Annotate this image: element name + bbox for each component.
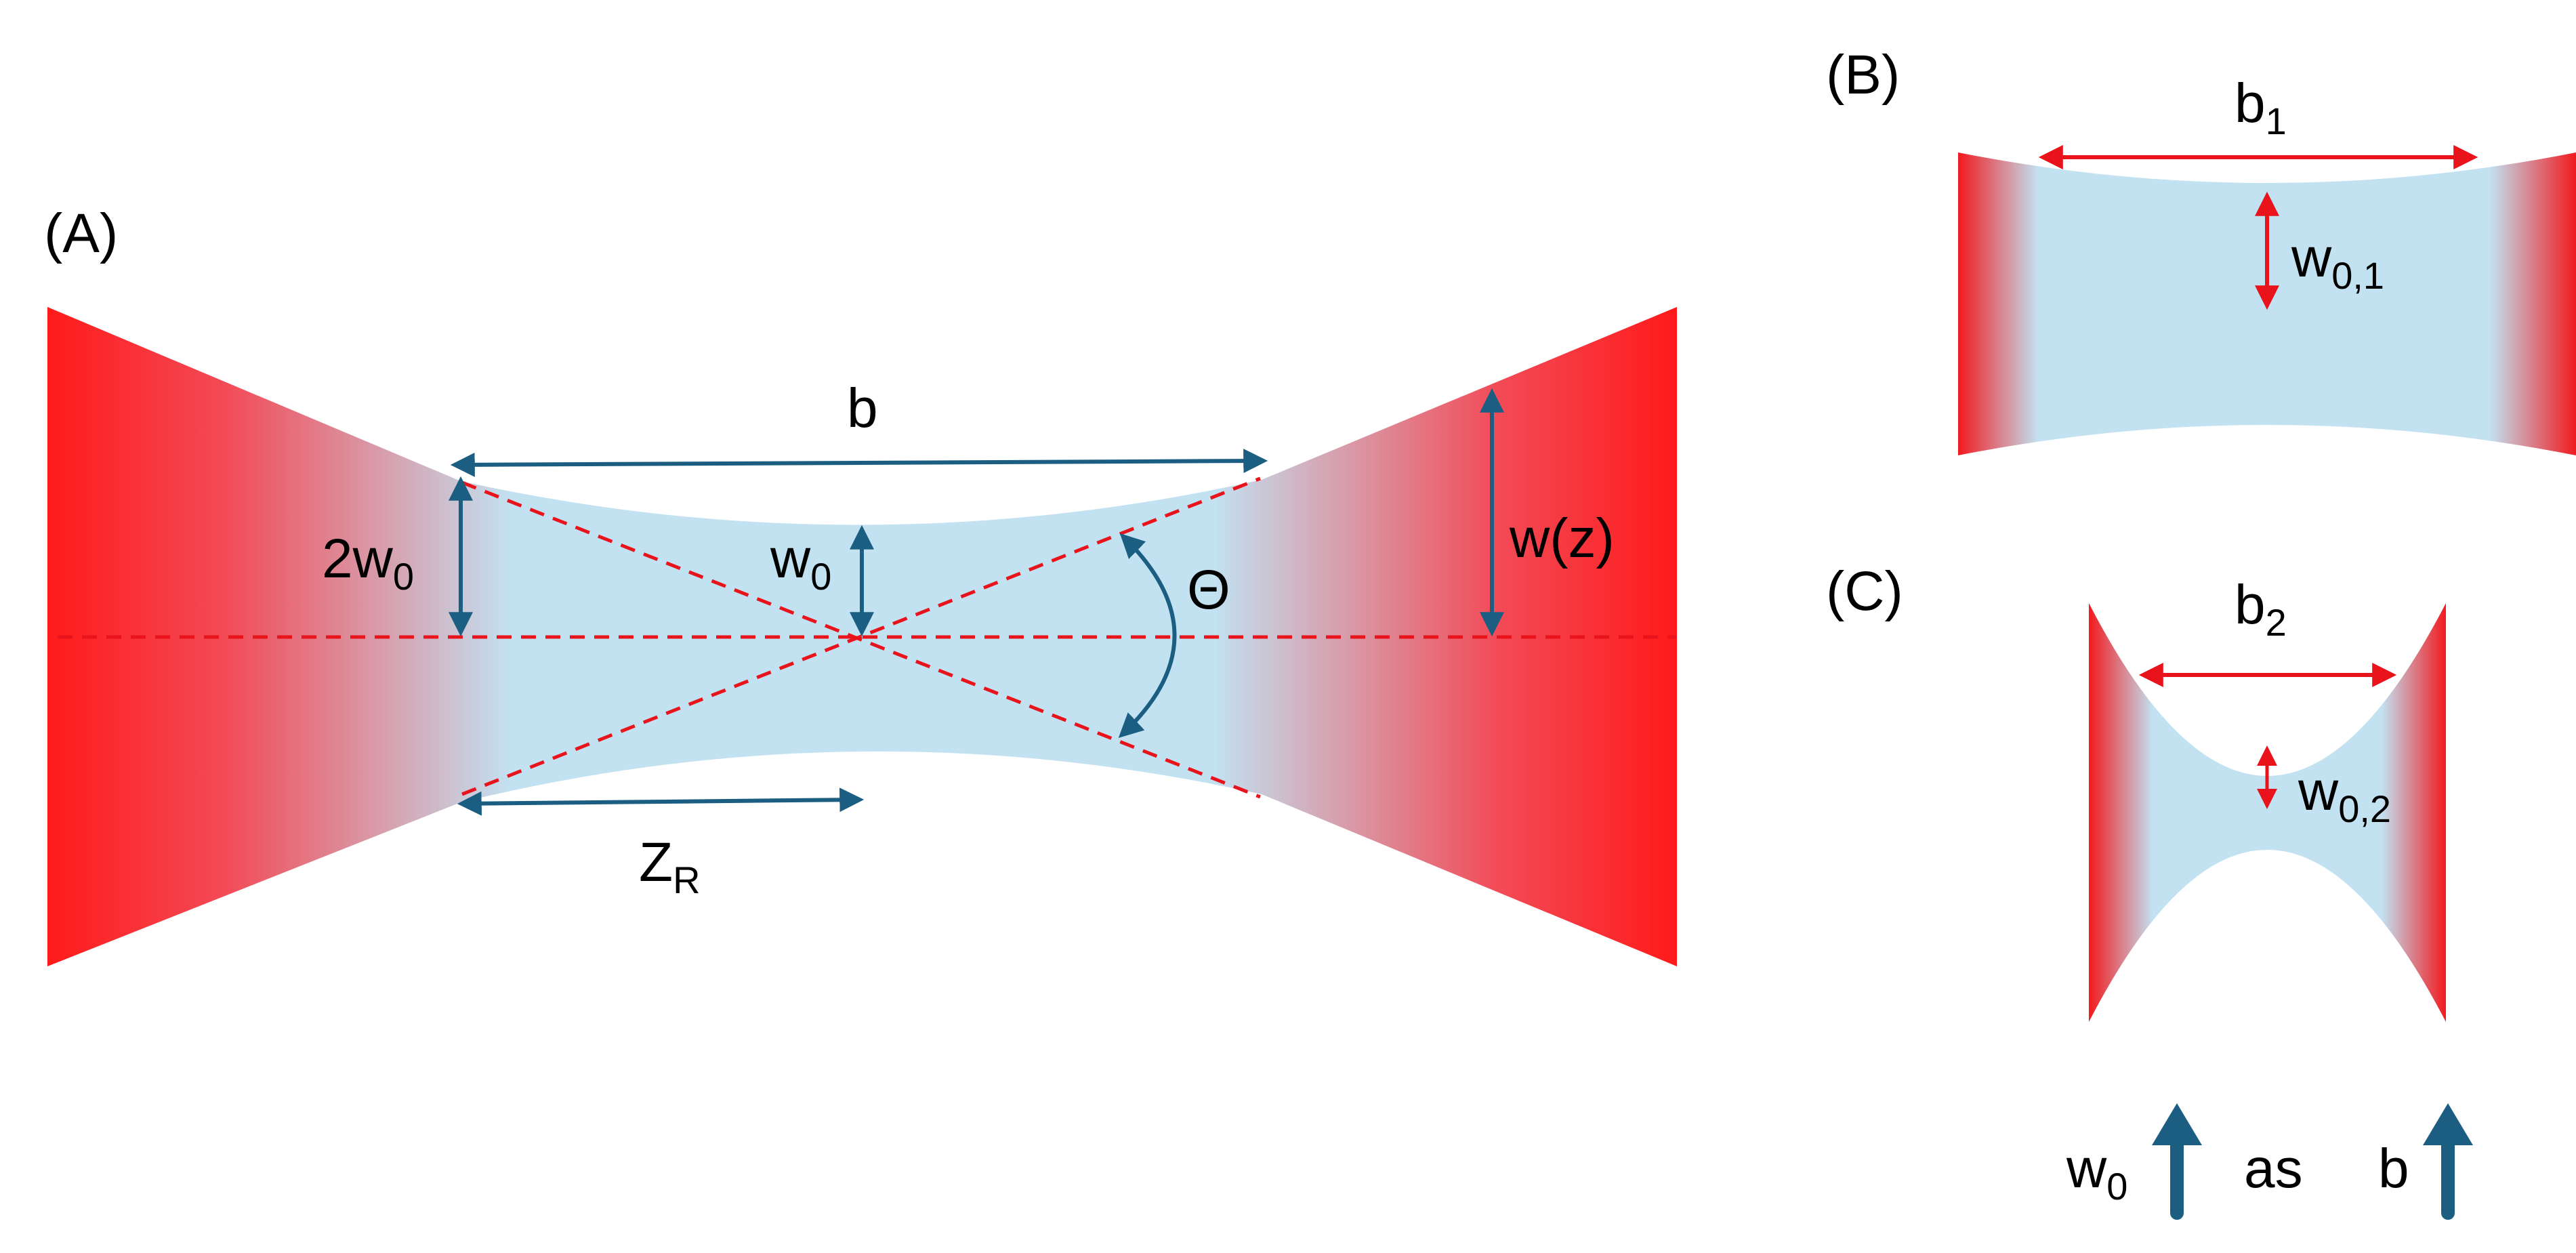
panel-a: (A) b 2w0 w0 w(z) Θ ZR [44, 203, 1677, 966]
b-label: b [847, 377, 878, 439]
panel-c-tag: (C) [1826, 560, 1903, 622]
w0-label: w0 [770, 528, 831, 598]
b2-label: b2 [2235, 574, 2287, 644]
b-arrow [450, 449, 1268, 477]
zr-label: ZR [639, 831, 701, 901]
two-w0-label: 2w0 [322, 528, 414, 598]
up-arrow-icon [2423, 1103, 2473, 1220]
panel-a-tag: (A) [44, 203, 118, 264]
beam-profile-c [2089, 603, 2446, 1022]
panel-c: (C) b2 w0,2 [1826, 560, 2446, 1022]
beam-profile-a [47, 307, 1677, 966]
up-arrow-icon [2152, 1103, 2202, 1220]
w02-label: w0,2 [2298, 760, 2391, 830]
asymptote-down [461, 480, 1261, 799]
wz-label: w(z) [1509, 508, 1615, 569]
relation-row: w0 as b [2066, 1103, 2473, 1220]
panel-b: (B) b1 w0,1 [1826, 44, 2576, 455]
panel-b-tag: (B) [1826, 44, 1900, 106]
w01-label: w0,1 [2291, 227, 2384, 297]
theta-label: Θ [1187, 559, 1230, 621]
relation-w0-label: w0 [2066, 1138, 2127, 1208]
theta-arc-arrow [1118, 533, 1177, 738]
zr-arrow [457, 787, 865, 816]
relation-b-label: b [2378, 1138, 2409, 1199]
relation-as-label: as [2244, 1138, 2303, 1199]
b1-label: b1 [2235, 73, 2287, 142]
